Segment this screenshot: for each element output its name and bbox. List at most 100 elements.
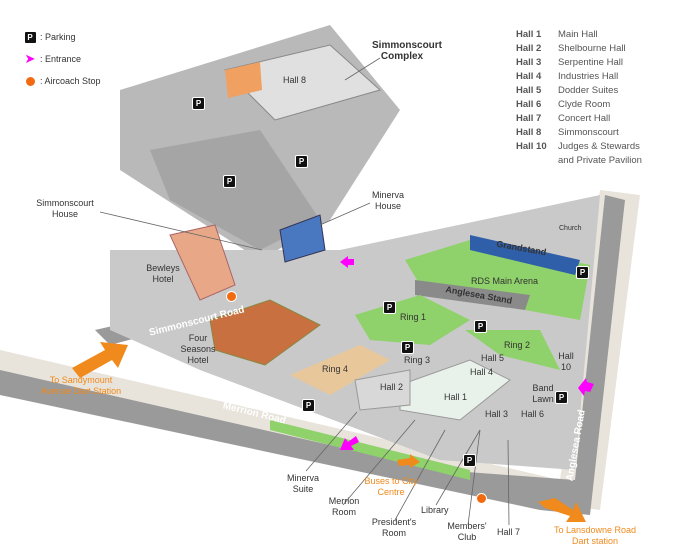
parking-marker[interactable]: P (383, 301, 396, 314)
four-seasons-building (209, 299, 321, 366)
hall-key-text: Hall 5 (516, 85, 542, 96)
simmonscourt-house-label: Simmonscourt House (36, 198, 94, 219)
members-club-label: Members' Club (447, 521, 487, 542)
hall-key-text: Concert Hall (558, 113, 611, 124)
legend-entrance-label: : Entrance (40, 54, 82, 64)
buses-arrow-icon (397, 454, 420, 468)
entrance-arrow-icon (340, 436, 359, 450)
map-legend: P: Parking ➤ : Entrance : Aircoach Stop (22, 26, 101, 92)
parking-icon: P (23, 30, 37, 44)
hall-key-row: Hall 2 Shelbourne Hall (516, 42, 668, 56)
parking-marker[interactable]: P (192, 97, 205, 110)
legend-aircoach: : Aircoach Stop (22, 70, 101, 92)
hall4-label: Hall 4 (470, 367, 494, 377)
hall-key-text: Simmonscourt (558, 127, 619, 138)
hall-key-text: Hall 1 (516, 29, 542, 40)
merrion-road-shape (0, 195, 625, 515)
sandymount-dart-label: To Sandymount Avenue Dart Station (40, 375, 122, 396)
hall-key-row: Hall 10 Judges & Stewards and Private Pav… (516, 140, 668, 168)
lansdowne-dart-label: To Lansdowne Road Dart station (553, 525, 637, 546)
hall-key-row: Hall 3 Serpentine Hall (516, 56, 668, 70)
ring2-grass (465, 330, 560, 370)
legend-parking-label: : Parking (40, 32, 76, 42)
hall-key-text: Hall 6 (516, 99, 542, 110)
hall7-label: Hall 7 (497, 527, 521, 537)
hall-key-row: Hall 4 Industries Hall (516, 70, 668, 84)
hall-key-row: Hall 7 Concert Hall (516, 112, 668, 126)
ring1-label: Ring 1 (400, 312, 427, 322)
ring3-label: Ring 3 (404, 355, 431, 365)
legend-aircoach-label: : Aircoach Stop (40, 76, 101, 86)
aircoach-stop-marker[interactable] (226, 291, 237, 302)
main-arena-label: RDS Main Arena (471, 276, 539, 286)
minerva-suite-label: Minerva Suite (286, 473, 319, 494)
hall-key-text: Hall 4 (516, 71, 542, 82)
aircoach-stop-icon (24, 75, 36, 87)
minerva-house-building (279, 214, 326, 263)
hall3-label: Hall 3 (485, 409, 509, 419)
hall8-roof-orange (225, 62, 262, 98)
four-seasons-label: Four Seasons Hotel (180, 333, 216, 365)
hall-key-text: Hall 2 (516, 43, 542, 54)
hall-key-row: Hall 1 Main Hall (516, 28, 668, 42)
simmonscourt-complex-label: Simmonscourt Complex (372, 40, 443, 62)
bewleys-hotel-label: Bewleys Hotel (146, 263, 180, 284)
hall2-building (354, 369, 411, 411)
hall-key-text: Dodder Suites (558, 85, 619, 96)
ring4-sand (290, 345, 390, 395)
hall10-label: Hall 10 (558, 351, 574, 372)
hall-key-text: Hall 3 (516, 57, 542, 68)
buses-to-city-centre-label: Buses to City Centre (364, 476, 418, 497)
band-lawn-label: Band Lawn (532, 383, 554, 404)
hall-key: Hall 1 Main Hall Hall 2 Shelbourne Hall Ha… (516, 28, 668, 168)
parking-marker[interactable]: P (474, 320, 487, 333)
ring2-label: Ring 2 (504, 340, 531, 350)
church-label: Church (559, 225, 582, 232)
presidents-room-label: President's Room (371, 517, 417, 538)
front-lawn (270, 420, 470, 480)
hall6-label: Hall 6 (521, 409, 545, 419)
hall-key-text: Industries Hall (558, 71, 619, 82)
hall-key-text: Shelbourne Hall (558, 43, 626, 54)
car-park-area (150, 130, 320, 250)
entrance-arrow-icon (340, 256, 354, 268)
entrance-arrow-icon (578, 378, 594, 396)
hall-key-text: Hall 8 (516, 127, 542, 138)
minerva-house-label: Minerva House (371, 190, 404, 211)
legend-parking: P: Parking (22, 26, 101, 48)
hall-key-row: Hall 6 Clyde Room (516, 98, 668, 112)
hall-key-text: Hall 10 (516, 141, 547, 152)
anglesea-stand-roof (415, 280, 530, 310)
sandymount-arrow-icon (72, 342, 128, 378)
bewleys-building (169, 224, 236, 301)
hall2-label: Hall 2 (380, 382, 404, 392)
hall-key-text: Judges & Stewards and Private Pavilion (558, 141, 642, 166)
hall-key-text: Serpentine Hall (558, 57, 623, 68)
hall-key-text: Clyde Room (558, 99, 611, 110)
hall-key-text: Main Hall (558, 29, 598, 40)
hall-key-row: Hall 8 Simmonscourt (516, 126, 668, 140)
library-label: Library (421, 505, 449, 515)
grandstand-roof (470, 235, 580, 275)
hall8-building (224, 44, 382, 121)
hall5-label: Hall 5 (481, 353, 505, 363)
parking-marker[interactable]: P (295, 155, 308, 168)
parking-marker[interactable]: P (302, 399, 315, 412)
parking-marker[interactable]: P (576, 266, 589, 279)
hall8-label: Hall 8 (283, 75, 307, 85)
hall-key-text: Hall 7 (516, 113, 542, 124)
parking-marker[interactable]: P (555, 391, 568, 404)
lansdowne-arrow-icon (538, 498, 586, 522)
leader-lines (99, 57, 510, 526)
aircoach-stop-marker[interactable] (476, 493, 487, 504)
parking-marker[interactable]: P (223, 175, 236, 188)
hall-key-row: Hall 5 Dodder Suites (516, 84, 668, 98)
parking-marker[interactable]: P (401, 341, 414, 354)
legend-entrance: ➤ : Entrance (22, 48, 101, 70)
entrance-arrow-icon: ➤ (24, 51, 36, 66)
parking-marker[interactable]: P (463, 454, 476, 467)
hall1-label: Hall 1 (444, 392, 468, 402)
ring4-label: Ring 4 (322, 364, 349, 374)
